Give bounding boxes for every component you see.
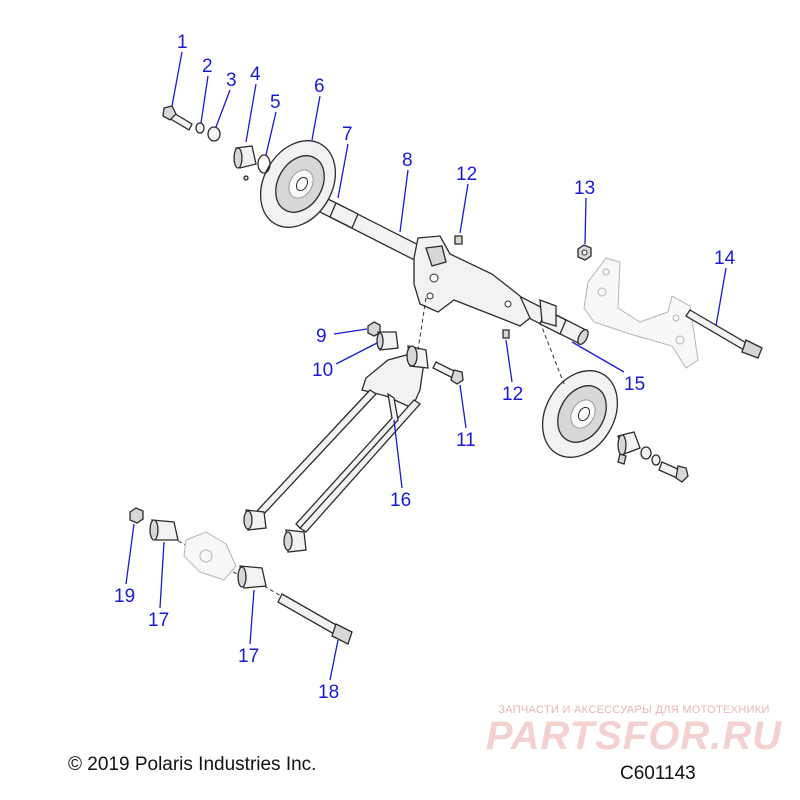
part-10-bushing — [376, 331, 399, 351]
leader-7 — [337, 143, 349, 199]
leader-4 — [245, 83, 257, 143]
leader-1 — [171, 51, 183, 107]
part-4-bushing-right — [617, 431, 641, 465]
part-8-axle-sleeve-mount — [413, 235, 557, 327]
watermark-tagline: ЗАПЧАСТИ И АКСЕССУАРЫ ДЛЯ МОТОТЕХНИКИ — [498, 704, 770, 716]
part-17-bushing-lower — [237, 565, 267, 589]
watermark-brand: PARTSFOR.RU — [485, 714, 783, 758]
part-19-nut — [129, 507, 144, 524]
copyright-text: © 2019 Polaris Industries Inc. — [68, 754, 317, 775]
part-1-bolt-left — [162, 105, 193, 131]
part-14-long-bolt — [685, 309, 763, 359]
drawing-id: C601143 — [620, 763, 696, 784]
leader-14 — [715, 267, 727, 327]
part-17-bushing-upper — [149, 519, 179, 541]
callout-19: 19 — [114, 586, 135, 607]
leader-10 — [335, 342, 378, 365]
part-16-arm-assembly — [243, 345, 429, 553]
leader-12b — [505, 339, 513, 383]
parts-artwork — [129, 105, 763, 645]
leader-5 — [265, 111, 277, 156]
leader-17b — [249, 589, 255, 645]
callout-12a: 12 — [456, 164, 477, 185]
callout-7: 7 — [342, 124, 353, 145]
callout-11: 11 — [456, 430, 476, 451]
part-6-idler-wheel-left — [259, 140, 337, 228]
part-5-o-ring — [257, 154, 271, 174]
leader-13 — [584, 197, 587, 245]
mounting-bracket-phantom — [583, 257, 699, 369]
leader-17a — [159, 541, 165, 609]
part-2-3-washers-right — [640, 446, 661, 466]
callout-13: 13 — [574, 178, 595, 199]
leader-lines — [125, 51, 727, 681]
leader-3 — [215, 89, 231, 128]
callout-17a: 17 — [148, 610, 169, 631]
callout-18: 18 — [318, 682, 339, 703]
part-3-washer-left — [207, 126, 221, 142]
leader-9 — [333, 328, 368, 335]
callout-16: 16 — [390, 490, 411, 511]
leader-12a — [459, 183, 469, 234]
leader-6 — [311, 95, 321, 141]
part-13-nut — [577, 244, 592, 261]
part-12-grease-fitting-upper — [454, 235, 463, 245]
callout-14: 14 — [714, 248, 736, 269]
part-11-bolt — [432, 361, 464, 385]
callout-9: 9 — [316, 326, 327, 347]
callout-5: 5 — [270, 92, 281, 113]
leader-2 — [200, 75, 209, 124]
callout-17b: 17 — [238, 646, 259, 667]
phantom-plate-lower — [183, 531, 237, 581]
callout-8: 8 — [402, 150, 413, 171]
leader-8 — [399, 169, 409, 233]
leader-18 — [329, 639, 339, 681]
callout-12b: 12 — [502, 384, 523, 405]
part-6-idler-wheel-right — [541, 370, 619, 458]
leader-11 — [459, 384, 467, 429]
part-4-bushing-left — [233, 145, 257, 181]
part-12-grease-fitting-lower — [502, 329, 510, 339]
part-1-bolt-right — [658, 461, 689, 483]
callout-10: 10 — [312, 360, 333, 381]
part-18-long-bolt — [277, 593, 353, 645]
callout-4: 4 — [250, 64, 261, 85]
part-2-washer-left — [195, 122, 205, 134]
callout-1: 1 — [177, 32, 188, 53]
callout-3: 3 — [226, 70, 237, 91]
leader-19 — [125, 523, 135, 585]
callout-6: 6 — [314, 76, 325, 97]
callout-15: 15 — [624, 374, 645, 395]
callout-2: 2 — [202, 56, 213, 77]
leader-16 — [393, 419, 403, 489]
callout-labels: 1 2 3 4 5 6 7 8 9 10 11 12 12 13 14 15 1… — [114, 32, 736, 703]
leader-15 — [571, 341, 625, 373]
watermark-logo: ЗАПЧАСТИ И АКСЕССУАРЫ ДЛЯ МОТОТЕХНИКИ PA… — [484, 704, 784, 759]
